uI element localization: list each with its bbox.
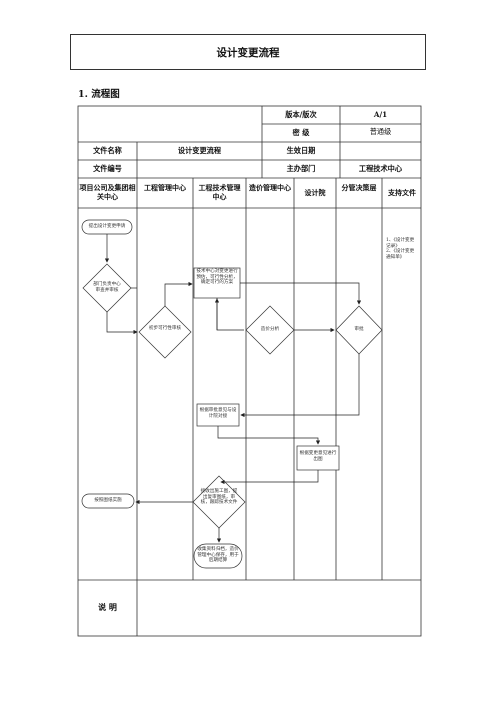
dept-label: 主办部门: [286, 164, 316, 173]
support-docs-list: 1、《设计变更记录》 2、《设计变更通知单》: [386, 238, 415, 260]
file-name-value: 设计变更流程: [177, 146, 222, 155]
lane-header-cost-mgmt: 造价管理中心: [249, 183, 291, 192]
lane-header-design-institute: 设计院: [304, 188, 326, 197]
node-review-docs-label: 接收出施工图，提出复审图纸，审核，跟踪技术文件: [200, 489, 238, 506]
version-label: 版本/版次: [285, 110, 317, 119]
note-label: 说 明: [98, 602, 117, 612]
node-cost-analysis-label: 造价分析: [260, 327, 280, 332]
version-value: A/1: [373, 110, 388, 119]
node-archive-label: 收集资料归档，造价管理中心保存，用于后期结算: [197, 547, 239, 564]
node-start-label: 提出设计变更申请: [88, 224, 126, 229]
table-frame: [77, 105, 422, 637]
node-implement-label: 按照图纸实施: [94, 498, 122, 503]
section-heading: 1. 流程图: [78, 89, 120, 100]
file-no-label: 文件编号: [93, 164, 122, 173]
lane-header-decision-level: 分管决策层: [341, 183, 377, 192]
node-drawing-label: 根据变更意见进行出图: [299, 451, 337, 462]
node-dept-review-label: 部门负责中心审查并审核: [93, 282, 121, 293]
node-feasibility: [138, 305, 192, 359]
lane-header-engineering-tech: 工程技术管理中心: [198, 183, 241, 201]
file-name-label: 文件名称: [93, 146, 122, 155]
node-cost-analysis: [245, 305, 295, 355]
security-value: 普通级: [369, 127, 392, 136]
effective-date-label: 生效日期: [286, 146, 316, 155]
node-archive: [193, 543, 243, 569]
dept-value: 工程技术中心: [358, 164, 403, 173]
node-implement: [81, 493, 135, 509]
lane-header-support-docs: 支持文件: [388, 188, 416, 197]
node-feasibility-label: 初步可行性审核: [148, 326, 182, 331]
node-liaison-label: 根据审批意见与设计院对接: [199, 408, 237, 419]
node-tech-analysis-label: 技术中心对变更进行预估，可行性分析，确定可行的方案: [196, 269, 238, 286]
lane-header-engineering-mgmt: 工程管理中心: [144, 183, 186, 192]
node-drawing: [296, 445, 340, 471]
document-title: 设计变更流程: [70, 34, 426, 70]
node-approval-label: 审批: [354, 327, 364, 332]
lane-header-project-company: 项目公司及集团相关中心: [79, 183, 136, 201]
security-label: 密 级: [292, 128, 310, 137]
